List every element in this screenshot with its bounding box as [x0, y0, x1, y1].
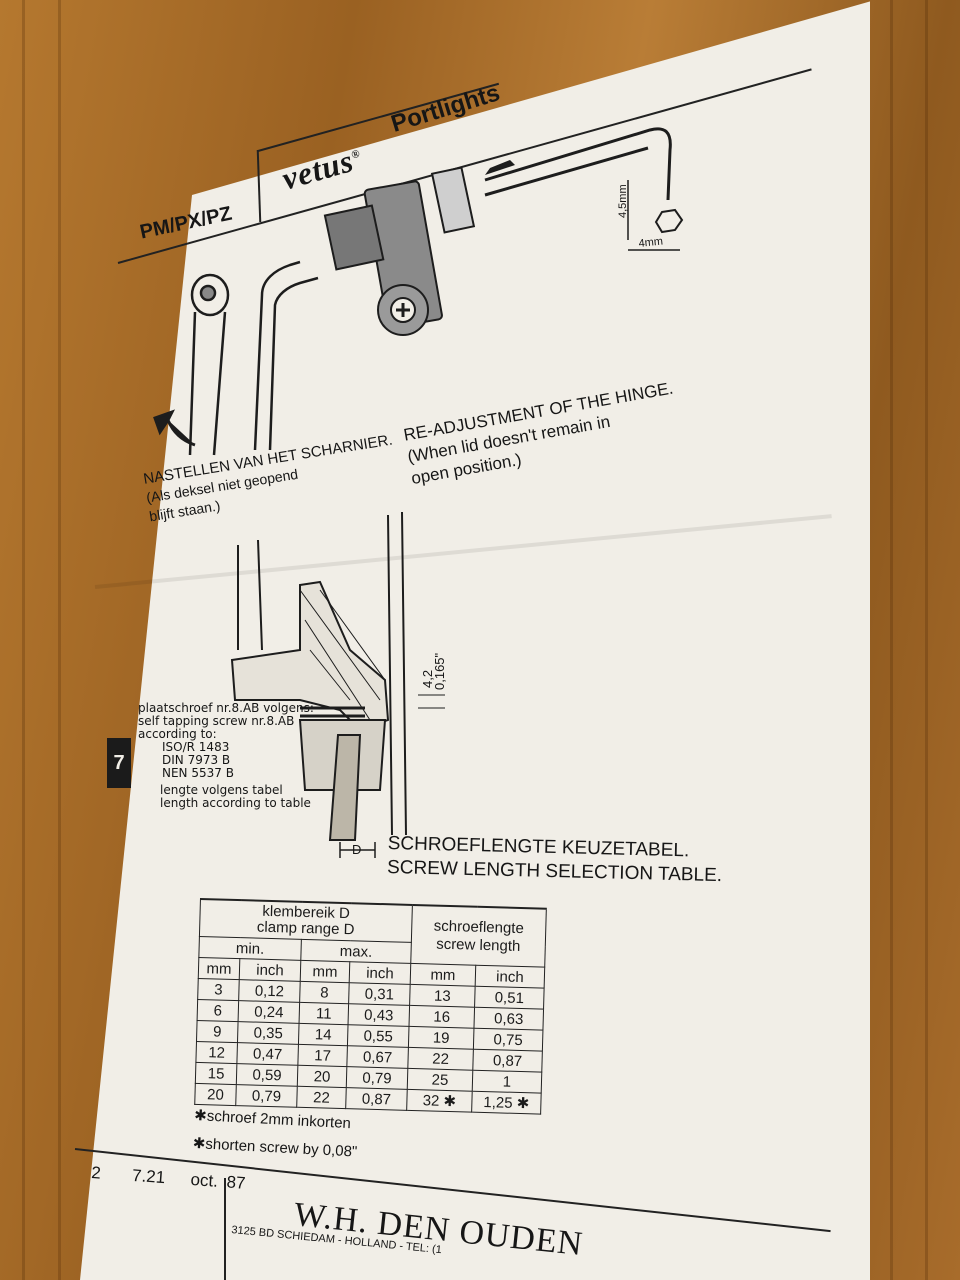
- hinge-icon: [323, 166, 476, 336]
- standard-iso: ISO/R 1483: [162, 740, 230, 754]
- cell-screw-inch: 0,63: [473, 1007, 544, 1031]
- cell-screw-inch: 0,75: [473, 1028, 543, 1052]
- cell-max-inch: 0,87: [345, 1087, 408, 1111]
- cell-max-inch: 0,55: [347, 1024, 409, 1048]
- cell-screw-mm: 25: [407, 1068, 473, 1092]
- cell-screw-mm: 19: [408, 1026, 474, 1050]
- cell-max-inch: 0,79: [346, 1066, 408, 1090]
- cell-screw-mm: 16: [408, 1005, 475, 1029]
- cell-min-inch: 0,12: [238, 979, 301, 1003]
- cell-screw-inch: 0,87: [472, 1049, 543, 1073]
- screw-note-nl: plaatschroef nr.8.AB volgens:: [138, 701, 314, 715]
- wrench-icon: [188, 273, 230, 456]
- screw-note-en: self tapping screw nr.8.AB: [138, 714, 295, 728]
- key-height-label: 4,5mm: [617, 184, 629, 218]
- rotate-arrow-icon: [153, 409, 196, 447]
- cell-screw-inch: 0,51: [474, 986, 545, 1010]
- footer-date: oct. 87: [189, 1169, 247, 1193]
- unit-inch: inch: [349, 961, 411, 985]
- standard-nen: NEN 5537 B: [162, 766, 234, 780]
- screw-length-table: klembereik D clamp range D schroeflengte…: [194, 898, 547, 1115]
- cell-max-inch: 0,43: [348, 1003, 410, 1027]
- standard-din: DIN 7973 B: [162, 753, 231, 767]
- depth-inch-label: 0,165": [432, 652, 447, 690]
- cell-min-mm: 3: [197, 978, 240, 1001]
- length-note-nl: lengte volgens tabel: [160, 783, 283, 797]
- unit-mm: mm: [198, 957, 240, 980]
- cell-max-mm: 20: [297, 1065, 347, 1088]
- cell-min-mm: 12: [195, 1041, 238, 1064]
- screw-header-en: screw length: [435, 935, 521, 955]
- table-title: SCHROEFLENGTE KEUZETABEL. SCREW LENGTH S…: [387, 832, 723, 888]
- length-note-en: length according to table: [160, 796, 311, 810]
- clamp-range-header: klembereik D clamp range D: [199, 899, 413, 943]
- screw-length-header: schroeflengte screw length: [410, 904, 547, 968]
- unit-inch: inch: [475, 965, 545, 989]
- cell-max-inch: 0,31: [348, 982, 411, 1006]
- screw-notes: plaatschroef nr.8.AB volgens: self tappi…: [138, 702, 314, 810]
- clamp-d-label: D: [352, 842, 362, 857]
- cell-min-inch: 0,35: [237, 1021, 300, 1045]
- cell-max-mm: 14: [298, 1023, 349, 1046]
- cell-screw-mm: 13: [409, 984, 476, 1008]
- table-footnotes: ✱schroef 2mm inkorten ✱shorten screw by …: [192, 1102, 359, 1167]
- cell-screw-mm: 32 ✱: [406, 1089, 473, 1113]
- cell-screw-inch: 1: [472, 1070, 542, 1094]
- footer-code: 7.21: [131, 1165, 166, 1188]
- page-tab: 7: [107, 738, 131, 788]
- cell-min-mm: 6: [197, 999, 239, 1022]
- cell-screw-mm: 22: [407, 1047, 474, 1071]
- cell-screw-inch: 1,25 ✱: [471, 1091, 542, 1115]
- key-width-label: 4mm: [638, 235, 664, 250]
- cell-max-inch: 0,67: [346, 1045, 409, 1069]
- cross-section-drawing: [230, 511, 445, 858]
- cell-max-mm: 17: [297, 1044, 348, 1067]
- max-header: max.: [300, 939, 412, 964]
- screw-note-according: according to:: [138, 727, 217, 741]
- cell-max-mm: 8: [299, 981, 350, 1004]
- cell-min-mm: 15: [195, 1062, 237, 1085]
- cell-min-mm: 9: [196, 1020, 239, 1043]
- screw-header-nl: schroeflengte: [433, 917, 525, 937]
- unit-mm: mm: [300, 960, 350, 983]
- footer-divider: [224, 1178, 226, 1280]
- push-arrow-icon: [485, 160, 515, 175]
- min-header: min.: [198, 936, 302, 961]
- footer-page: 2: [90, 1163, 102, 1183]
- small-key-icon: [484, 127, 672, 201]
- hex-end-icon: [654, 208, 684, 234]
- unit-mm: mm: [410, 963, 476, 987]
- cell-min-inch: 0,59: [236, 1063, 298, 1087]
- allen-key-icon: [253, 260, 319, 451]
- cell-min-inch: 0,24: [238, 1000, 300, 1024]
- cell-max-mm: 22: [296, 1086, 347, 1109]
- unit-inch: inch: [239, 958, 301, 982]
- cell-max-mm: 11: [299, 1002, 349, 1025]
- instruction-sheet: [80, 0, 870, 1280]
- cell-min-inch: 0,47: [236, 1042, 299, 1066]
